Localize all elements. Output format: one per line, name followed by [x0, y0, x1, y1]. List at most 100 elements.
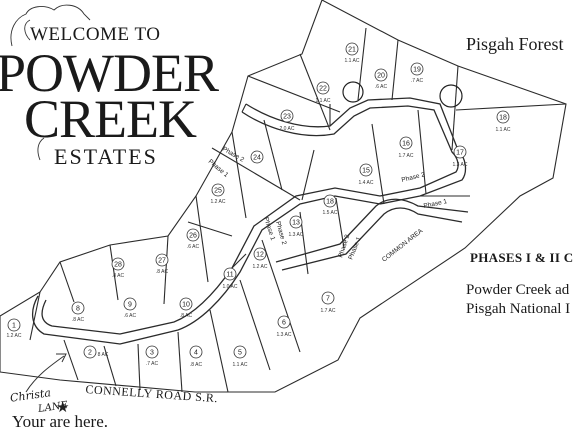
- interior-road-edge: [41, 105, 459, 335]
- lot-4[interactable]: 4.8 AC: [189, 345, 203, 368]
- lot-lines: [29, 27, 567, 393]
- svg-text:.7 AC: .7 AC: [146, 361, 159, 367]
- lot-14[interactable]: 181.5 AC: [322, 194, 338, 216]
- svg-text:1.7 AC: 1.7 AC: [320, 308, 335, 314]
- svg-text:21: 21: [348, 47, 356, 54]
- svg-text:23: 23: [283, 114, 291, 121]
- svg-text:11: 11: [226, 272, 233, 279]
- title-estates: ESTATES: [54, 144, 158, 169]
- svg-text:1.1 AC: 1.1 AC: [315, 98, 330, 104]
- svg-text:20: 20: [377, 73, 385, 80]
- svg-text:8 AC: 8 AC: [98, 352, 109, 358]
- svg-text:9: 9: [128, 302, 132, 309]
- svg-text:.8 AC: .8 AC: [180, 313, 193, 319]
- svg-text:5: 5: [238, 350, 242, 357]
- lot-15[interactable]: 15 1.4 AC: [358, 163, 374, 186]
- lot-25[interactable]: 25 1.2 AC: [210, 183, 226, 205]
- hand-drawn-arrow: [25, 353, 67, 393]
- description-line-2: Pisgah National I: [466, 301, 571, 317]
- svg-text:26: 26: [189, 233, 197, 240]
- svg-text:3: 3: [150, 350, 154, 357]
- svg-text:1.5 AC: 1.5 AC: [322, 210, 337, 216]
- lot-27[interactable]: 27 .8 AC: [155, 253, 169, 275]
- svg-text:1.2 AC: 1.2 AC: [210, 199, 225, 205]
- svg-text:.8 AC: .8 AC: [112, 273, 125, 279]
- lot-21[interactable]: 21 1.1 AC: [344, 42, 360, 64]
- label-phase1-west: Phase 1: [207, 158, 230, 179]
- svg-text:7: 7: [326, 296, 330, 303]
- lot-26[interactable]: 26.6 AC: [186, 228, 200, 250]
- label-phase2-north-east: Phase 2: [401, 171, 426, 184]
- svg-text:8: 8: [76, 306, 80, 313]
- title-welcome: WELCOME TO: [30, 24, 161, 45]
- svg-text:1.7 AC: 1.7 AC: [398, 153, 413, 159]
- svg-text:16: 16: [402, 141, 410, 148]
- lot-24[interactable]: 24: [250, 150, 264, 164]
- lot-7[interactable]: 7 1.7 AC: [320, 291, 336, 314]
- svg-text:28: 28: [114, 262, 122, 269]
- svg-text:.7 AC: .7 AC: [411, 78, 424, 84]
- lot-9[interactable]: 9.6 AC: [123, 297, 137, 319]
- common-area-road: [275, 198, 469, 263]
- lot-5[interactable]: 5 1.1 AC: [232, 345, 248, 368]
- pisgah-forest-label: Pisgah Forest: [466, 34, 564, 54]
- svg-text:22: 22: [319, 86, 327, 93]
- turnaround-circle-2: [439, 84, 463, 108]
- title-creek: CREEK: [24, 89, 197, 149]
- svg-text:1.2 AC: 1.2 AC: [6, 333, 21, 339]
- lot-17[interactable]: 17 1.3 AC: [452, 145, 468, 168]
- svg-text:.8 AC: .8 AC: [72, 317, 85, 323]
- svg-text:1.4 AC: 1.4 AC: [358, 180, 373, 186]
- lot-1[interactable]: 1 1.2 AC: [6, 318, 22, 339]
- label-common-area: COMMON AREA: [381, 227, 425, 263]
- svg-text:19: 19: [413, 67, 421, 74]
- svg-text:1.2 AC: 1.2 AC: [252, 264, 267, 270]
- common-area-road-edge: [281, 207, 463, 271]
- phases-heading: PHASES I & II C: [470, 250, 574, 265]
- property-boundary: [0, 0, 567, 393]
- svg-text:1.0 AC: 1.0 AC: [222, 284, 237, 290]
- lot-10[interactable]: 10 .8 AC: [179, 297, 193, 319]
- lot-28[interactable]: 28 .8 AC: [111, 257, 125, 279]
- svg-text:18: 18: [499, 115, 507, 122]
- lot-8[interactable]: 8 .8 AC: [71, 301, 85, 323]
- lot-11[interactable]: 11 1.0 AC: [222, 267, 238, 290]
- lot-20[interactable]: 20 .6 AC: [374, 68, 388, 90]
- svg-text:1: 1: [12, 323, 16, 330]
- svg-text:.8 AC: .8 AC: [156, 269, 169, 275]
- svg-text:25: 25: [214, 188, 222, 195]
- lot-19[interactable]: 19 .7 AC: [410, 62, 424, 84]
- lot-13[interactable]: 13 1.3 AC: [288, 215, 304, 238]
- svg-text:27: 27: [158, 258, 166, 265]
- svg-text:.6 AC: .6 AC: [375, 84, 388, 90]
- svg-text:2.0 AC: 2.0 AC: [279, 126, 294, 132]
- svg-text:1.1 AC: 1.1 AC: [232, 362, 247, 368]
- lot-23[interactable]: 23 2.0 AC: [279, 109, 295, 132]
- lot-6[interactable]: 61.3 AC: [276, 315, 292, 338]
- svg-text:6: 6: [282, 320, 286, 327]
- lot-3[interactable]: 3 .7 AC: [145, 345, 159, 367]
- lot-18[interactable]: 18 1.1 AC: [495, 110, 511, 133]
- you-are-here-label: Your are here.: [12, 412, 108, 431]
- description-line-1: Powder Creek ad: [466, 282, 570, 298]
- svg-text:1.3 AC: 1.3 AC: [288, 232, 303, 238]
- svg-text:15: 15: [362, 168, 370, 175]
- you-are-here-star-icon: ★: [56, 400, 70, 416]
- svg-text:1.1 AC: 1.1 AC: [344, 58, 359, 64]
- svg-text:10: 10: [182, 302, 190, 309]
- lot-22[interactable]: 22 1.1 AC: [315, 81, 331, 104]
- svg-text:12: 12: [256, 252, 264, 259]
- svg-text:.8 AC: .8 AC: [190, 362, 203, 368]
- label-phase2-center: Phase 2: [274, 221, 287, 246]
- svg-text:17: 17: [456, 150, 464, 157]
- label-phase1-far-east: Phase 1: [423, 198, 448, 210]
- svg-text:1.3 AC: 1.3 AC: [452, 162, 467, 168]
- svg-text:24: 24: [253, 155, 261, 162]
- title-powder: POWDER: [0, 43, 219, 103]
- svg-text:1.1 AC: 1.1 AC: [495, 127, 510, 133]
- svg-text:13: 13: [292, 220, 300, 227]
- lot-12[interactable]: 12 1.2 AC: [252, 247, 268, 270]
- lot-16[interactable]: 16 1.7 AC: [398, 136, 414, 159]
